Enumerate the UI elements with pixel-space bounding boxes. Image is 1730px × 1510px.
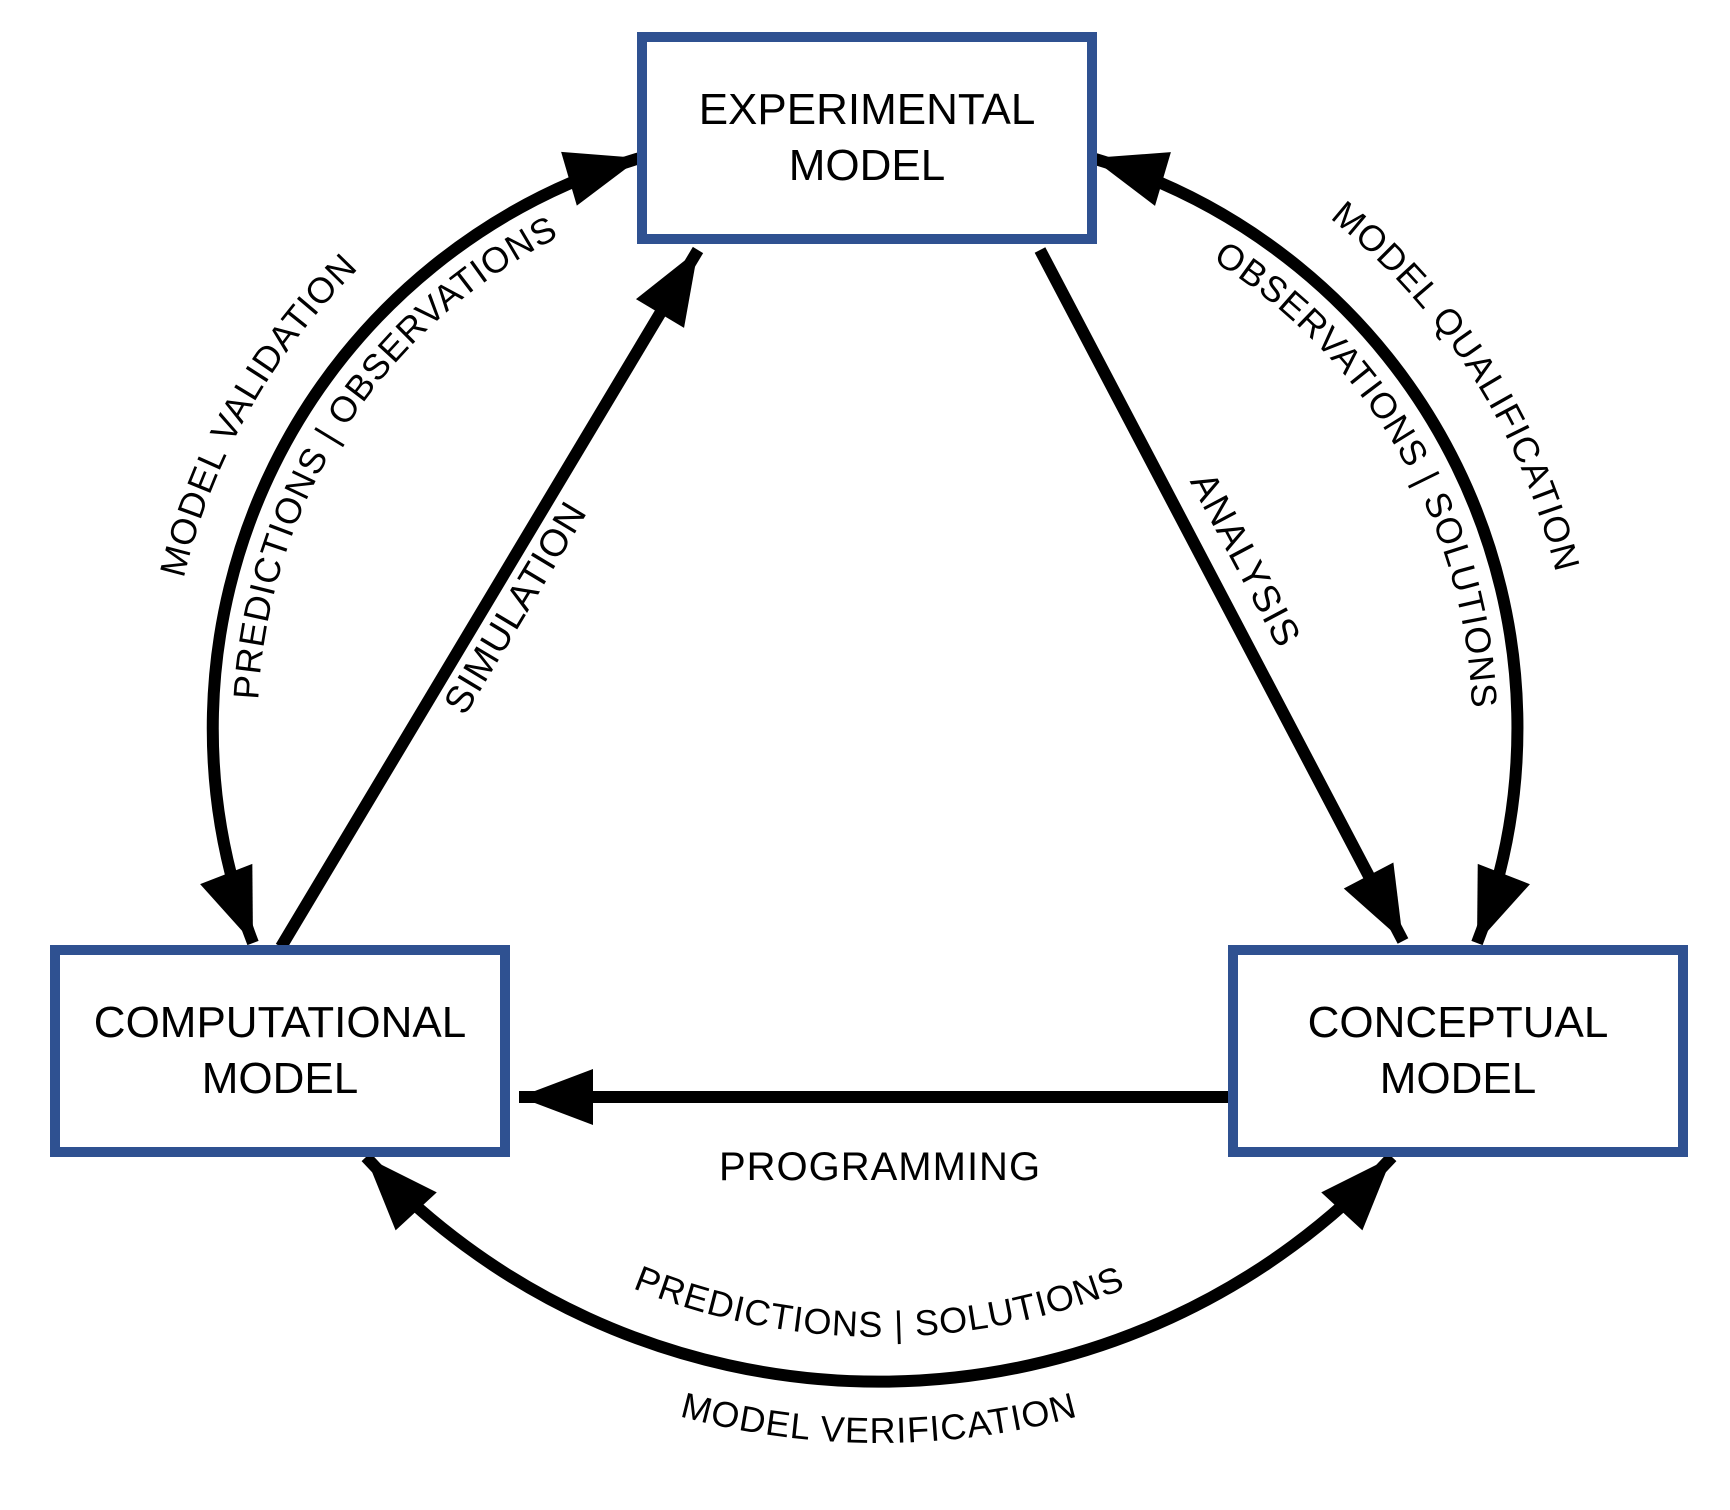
simulation-arrow (275, 246, 704, 951)
experimental-model-box: EXPERIMENTAL MODEL (637, 32, 1097, 244)
computational-model-label-line2: MODEL (201, 1054, 359, 1103)
experimental-model-label-line2: MODEL (788, 141, 946, 190)
model-qualification-arc (1090, 152, 1530, 946)
simulation-label: SIMULATION (436, 495, 595, 722)
model-verification-arc (361, 1152, 1397, 1388)
conceptual-model-box: CONCEPTUAL MODEL (1228, 945, 1688, 1157)
experimental-model-label-line1: EXPERIMENTAL (698, 84, 1036, 134)
computational-model-box: COMPUTATIONAL MODEL (50, 945, 510, 1157)
model-verification-label: MODEL VERIFICATION (677, 1384, 1080, 1451)
predictions-solutions-label: PREDICTIONS | SOLUTIONS (630, 1257, 1130, 1345)
conceptual-model-label-line2: MODEL (1379, 1054, 1537, 1103)
model-validation-arc (200, 151, 642, 946)
conceptual-model-label-line1: CONCEPTUAL (1307, 997, 1609, 1047)
analysis-arrow (1034, 247, 1409, 944)
programming-label: PROGRAMMING (719, 1145, 1041, 1189)
computational-model-label-line1: COMPUTATIONAL (93, 997, 467, 1047)
